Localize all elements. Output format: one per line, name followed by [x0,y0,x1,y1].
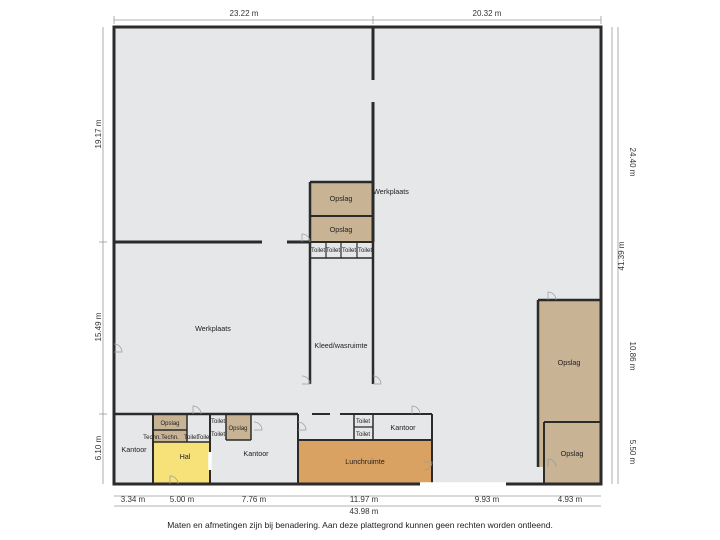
door-swings [113,233,557,485]
label-toilet-4: Toilet [358,248,372,254]
disclaimer-text: Maten en afmetingen zijn bij benadering.… [167,520,553,530]
label-toilet-lunch-2: Toilet [356,432,370,438]
label-opslag-2: Opslag [330,225,353,234]
label-techn-2: Techn. [161,435,179,441]
label-hal: Hal [180,452,191,461]
opslag-right-lower-room [544,422,601,484]
dim-bottom-6: 4.93 m [558,495,583,504]
label-lunchruimte: Lunchruimte [345,457,385,466]
dim-bottom-4: 11.97 m [350,495,379,504]
label-opslag-small-left: Opslag [160,421,179,427]
dim-bottom-total: 43.98 m [350,507,379,516]
dim-bottom-2: 5.00 m [170,495,195,504]
dimension-lines [99,16,619,507]
label-werkplaats-upper: Werkplaats [373,187,409,196]
dim-left-upper: 19.17 m [94,119,103,148]
openings [208,452,506,486]
label-werkplaats-left: Werkplaats [195,324,231,333]
dim-top-right: 20.32 m [473,9,502,18]
label-toilet-lunch-1: Toilet [356,419,370,425]
label-toilet-1: Toilet [311,248,325,254]
label-toilet-hal-b: Toilet [197,435,211,441]
opslag-room-1 [310,182,373,216]
hal-room [153,442,210,484]
lunch-room [298,440,432,484]
dim-bottom-3: 7.76 m [242,495,267,504]
dim-right-middle: 10.86 m [628,342,637,371]
label-opslag-right-lower: Opslag [561,449,584,458]
label-opslag-right: Opslag [558,358,581,367]
opslag-room-2 [310,217,373,242]
walls [112,25,603,486]
label-kantoor-left: Kantoor [121,445,147,454]
techn-room [153,430,187,442]
label-toilet-3: Toilet [342,248,356,254]
dim-bottom-5: 9.93 m [475,495,500,504]
opslag-small-mid-room [226,414,251,440]
dim-right-lower: 5.50 m [628,440,637,465]
dim-top-left: 23.22 m [230,9,259,18]
opslag-small-left-room [153,414,187,430]
dim-right-total: 41.39 m [617,241,626,270]
label-opslag-small-mid: Opslag [228,426,247,432]
dim-right-upper: 24.40 m [628,148,637,177]
label-toilet-hal-d: Toilet [211,432,225,438]
label-opslag-1: Opslag [330,194,353,203]
label-kleed: Kleed/wasruimte [314,341,367,350]
dim-bottom-1: 3.34 m [121,495,146,504]
label-toilet-hal-c: Toilet [211,419,225,425]
label-toilet-2: Toilet [326,248,340,254]
dim-left-middle: 15.49 m [94,312,103,341]
label-kantoor-right: Kantoor [390,423,416,432]
dim-left-lower: 6.10 m [94,435,103,460]
label-toilet-hal-a: Toilet [184,435,198,441]
label-kantoor-mid: Kantoor [243,449,269,458]
label-techn-1: Techn. [143,435,161,441]
